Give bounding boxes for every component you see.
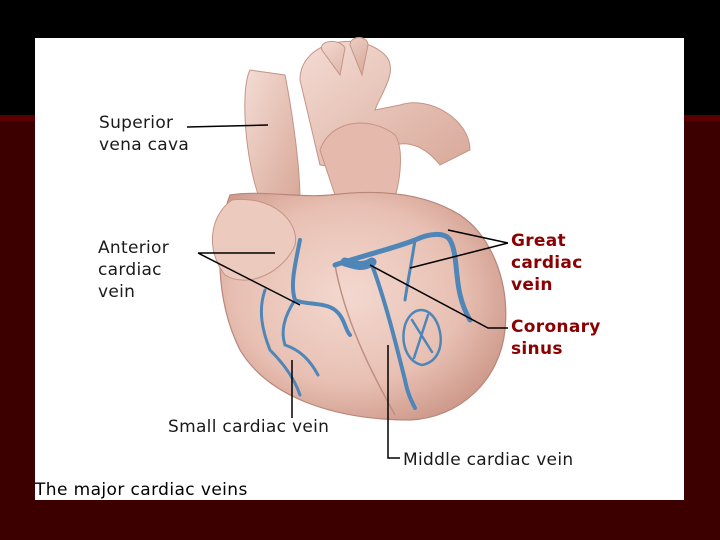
- superior-vena-cava-vessel: [244, 69, 301, 201]
- label-anterior-cardiac-vein: Anterior cardiac vein: [98, 238, 170, 303]
- leader-coronary-sinus: [369, 264, 508, 329]
- label-great-cardiac-vein: Great cardiac vein: [511, 231, 583, 296]
- anterior-cardiac-vein-path: [290, 238, 352, 337]
- small-cardiac-vein-path: [259, 288, 302, 397]
- great-cardiac-vein-path: [332, 231, 473, 323]
- great-cardiac-vein-branch: [403, 238, 417, 302]
- leader-superior-vena-cava: [186, 124, 269, 128]
- label-small-cardiac-vein: Small cardiac vein: [168, 417, 330, 437]
- coronary-sinus-path: [340, 257, 377, 270]
- right-atrium: [211, 198, 297, 281]
- label-superior-vena-cava: Superior vena cava: [99, 113, 190, 156]
- label-middle-cardiac-vein: Middle cardiac vein: [403, 450, 574, 470]
- aortic-branches: [321, 37, 369, 77]
- anterior-cardiac-vein-branch: [281, 298, 320, 377]
- leader-great-cardiac-vein: [409, 229, 509, 269]
- figure-caption: The major cardiac veins: [35, 480, 248, 500]
- middle-cardiac-vein-path: [370, 263, 417, 410]
- label-coronary-sinus: Coronary sinus: [511, 317, 601, 360]
- leader-middle-cardiac-vein: [387, 345, 400, 459]
- interventricular-groove: [334, 264, 396, 416]
- leader-anterior-cardiac-vein: [197, 252, 301, 306]
- vein-plexus: [402, 308, 442, 367]
